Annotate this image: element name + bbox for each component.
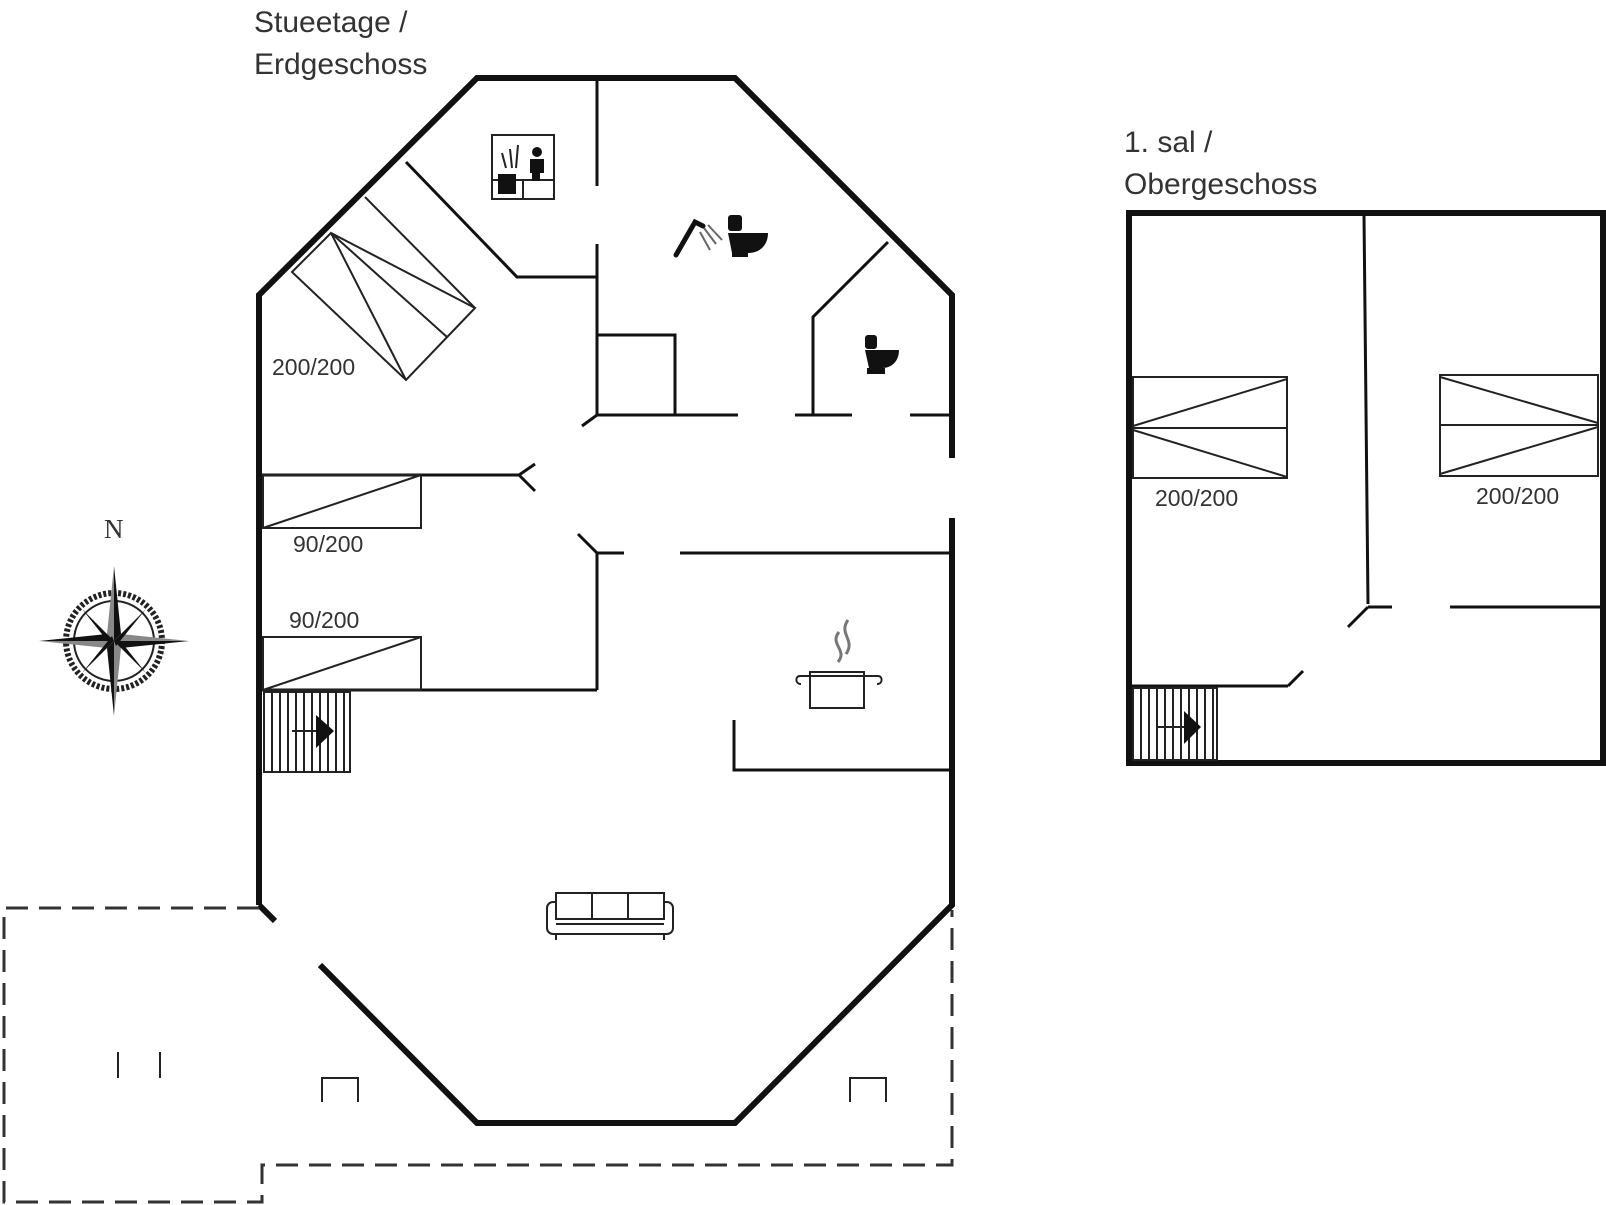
double-bed <box>290 196 477 382</box>
double-bed <box>1439 374 1599 477</box>
bed-size-label: 200/200 <box>272 354 355 380</box>
bed-size-label: 90/200 <box>293 531 363 557</box>
upper-floor-outer-walls <box>1126 210 1606 766</box>
compass-rose-icon <box>39 566 189 716</box>
ground-floor-title-line2: Erdgeschoss <box>254 48 427 81</box>
bed-size-label: 90/200 <box>289 607 359 633</box>
sauna-icon <box>491 134 555 200</box>
bed-size-label: 200/200 <box>1155 485 1238 511</box>
upper-floor-interior-walls <box>1131 214 1600 688</box>
bed-size-label: 200/200 <box>1476 483 1559 509</box>
cooking-pot-icon <box>795 619 883 709</box>
ground-floor-interior-walls <box>262 80 952 772</box>
staircase-icon <box>263 691 351 773</box>
single-bed-lower <box>262 636 422 691</box>
shower-icon <box>673 218 723 258</box>
ground-floor-title: Stueetage / Erdgeschoss <box>254 6 427 81</box>
upper-floor-title: 1. sal / Obergeschoss <box>1124 126 1317 201</box>
toilet-icon <box>728 215 768 257</box>
staircase-icon <box>1132 687 1218 761</box>
ground-floor-beds: 200/200 90/200 90/200 <box>262 196 477 691</box>
single-bed-upper <box>262 474 422 529</box>
terrace-outline <box>2 906 954 1204</box>
sofa-icon <box>546 892 674 940</box>
ground-floor-outer-walls <box>256 75 955 1126</box>
upper-floor-title-line2: Obergeschoss <box>1124 168 1317 201</box>
toilet-icon <box>865 335 899 374</box>
upper-floor-beds: 200/200 200/200 <box>1132 374 1599 511</box>
ground-floor-title-line1: Stueetage / <box>254 6 408 39</box>
compass-north-label: N <box>104 514 124 544</box>
upper-floor-title-line1: 1. sal / <box>1124 126 1213 159</box>
double-bed <box>1132 376 1288 479</box>
